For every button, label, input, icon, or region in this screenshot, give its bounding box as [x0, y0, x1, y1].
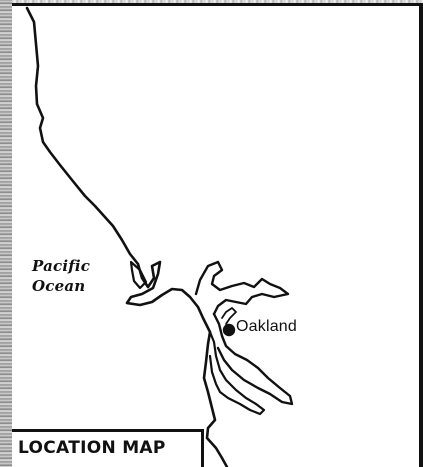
- coastal-inlet: [129, 260, 148, 290]
- location-map-legend: LOCATION MAP: [12, 429, 204, 467]
- ocean-label-line1: Pacific: [32, 257, 91, 275]
- oakland-marker: [222, 323, 236, 337]
- pacific-ocean-label: Pacific Ocean: [32, 258, 90, 295]
- channel-detail: [221, 307, 237, 325]
- east-bay-shoreline: [212, 312, 294, 406]
- scan-edge-left: [0, 0, 12, 467]
- coastline: [25, 6, 229, 467]
- map-frame: [12, 3, 423, 467]
- oakland-label: Oakland: [236, 318, 297, 335]
- peninsula-shoreline: [208, 330, 266, 416]
- ocean-label-line2: Ocean: [32, 277, 86, 295]
- north-bay-shoreline: [194, 260, 290, 316]
- legend-title: LOCATION MAP: [18, 438, 166, 458]
